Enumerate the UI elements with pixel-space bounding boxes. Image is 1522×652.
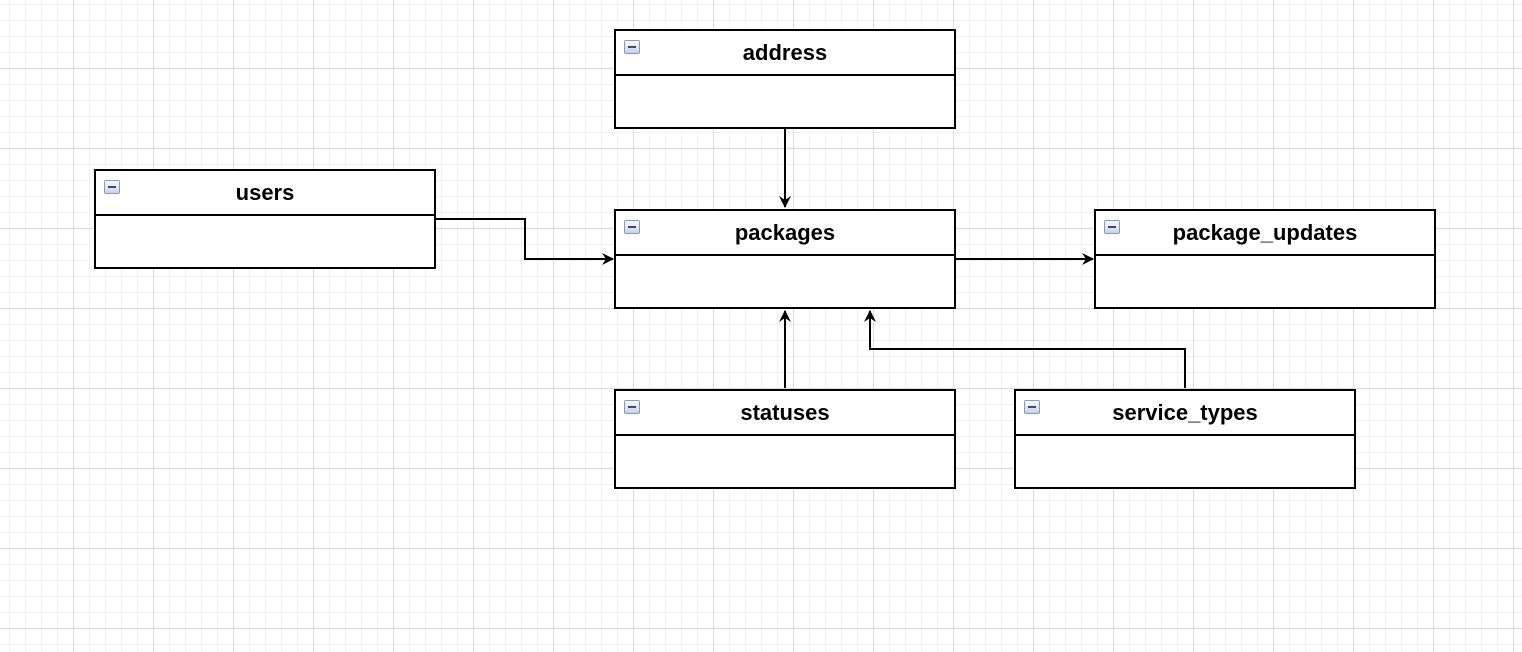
collapse-minus-icon[interactable] — [624, 40, 640, 54]
entity-statuses[interactable]: statuses — [614, 389, 956, 489]
collapse-minus-icon[interactable] — [104, 180, 120, 194]
entity-address[interactable]: address — [614, 29, 956, 129]
entity-users[interactable]: users — [94, 169, 436, 269]
entity-body[interactable] — [616, 256, 954, 307]
entity-header[interactable]: package_updates — [1096, 211, 1434, 256]
entity-body[interactable] — [616, 436, 954, 487]
entity-body[interactable] — [1096, 256, 1434, 307]
entity-header[interactable]: statuses — [616, 391, 954, 436]
entity-packages[interactable]: packages — [614, 209, 956, 309]
entity-header[interactable]: service_types — [1016, 391, 1354, 436]
entity-body[interactable] — [616, 76, 954, 127]
entity-header[interactable]: users — [96, 171, 434, 216]
entity-header[interactable]: packages — [616, 211, 954, 256]
collapse-minus-icon[interactable] — [624, 220, 640, 234]
entity-title: package_updates — [1172, 219, 1358, 245]
entity-title: packages — [734, 219, 836, 245]
edge-users-to-packages[interactable] — [435, 218, 614, 265]
entity-service-types[interactable]: service_types — [1014, 389, 1356, 489]
collapse-minus-icon[interactable] — [1024, 400, 1040, 414]
entity-package-updates[interactable]: package_updates — [1094, 209, 1436, 309]
edge-service-types-to-packages[interactable] — [864, 310, 1186, 388]
entity-title: address — [742, 39, 828, 65]
entity-title: service_types — [1112, 399, 1258, 425]
entity-header[interactable]: address — [616, 31, 954, 76]
entity-body[interactable] — [1016, 436, 1354, 487]
entity-title: statuses — [740, 399, 830, 425]
collapse-minus-icon[interactable] — [624, 400, 640, 414]
entity-title: users — [235, 179, 295, 205]
collapse-minus-icon[interactable] — [1104, 220, 1120, 234]
entity-body[interactable] — [96, 216, 434, 267]
